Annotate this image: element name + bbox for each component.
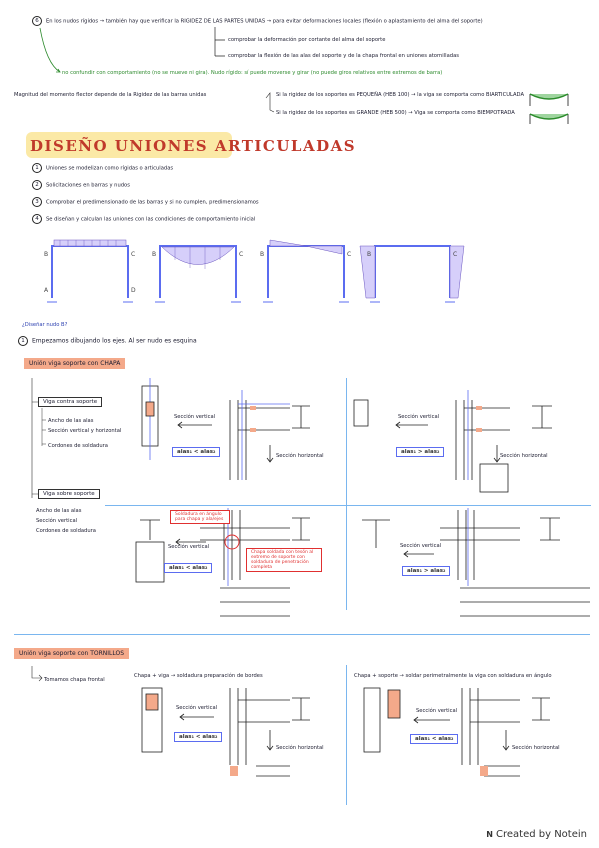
contra-item: Sección vertical y horizontal: [48, 428, 122, 434]
sobre-item: Cordones de soldadura: [36, 528, 96, 534]
notein-logo-icon: N: [486, 829, 493, 839]
viga-sobre-label: Viga sobre soporte: [38, 489, 100, 499]
chapa-viga-note: Chapa + viga → soldadura preparación de …: [134, 673, 263, 679]
vertical-separator-2: [346, 665, 347, 805]
case-large: Si la rigidez de los soportes es GRANDE …: [276, 110, 515, 116]
vertical-separator: [346, 378, 347, 610]
svg-text:B: B: [260, 251, 264, 258]
branch-1: comprobar la deformación por cortante de…: [228, 37, 386, 43]
section-title: DISEÑO UNIONES ARTICULADAS: [30, 137, 357, 155]
magnitude-text: Magnitud del momento flector depende de …: [14, 92, 207, 98]
svg-text:C: C: [347, 251, 351, 258]
footer-text: Created by Notein: [496, 829, 587, 840]
sobre-item: Ancho de las alas: [36, 508, 82, 514]
svg-text:D: D: [131, 287, 136, 294]
joint-drawings: [135, 378, 590, 777]
svg-text:B: B: [152, 251, 156, 258]
seccion-vertical-label: Sección vertical: [398, 414, 440, 420]
svg-text:A: A: [44, 287, 49, 294]
compare-label: alas₁ < alas₂: [164, 563, 213, 573]
frame-diagrams: B C A D B C B C B C: [44, 239, 465, 303]
seccion-horizontal-label: Sección horizontal: [512, 745, 560, 751]
seccion-vertical-label: Sección vertical: [176, 705, 218, 711]
compare-label: alas₁ > alas₂: [402, 566, 451, 576]
seccion-vertical-label: Sección vertical: [174, 414, 216, 420]
case-small: Si la rigidez de los soportes es PEQUEÑA…: [276, 92, 525, 98]
contra-item: Cordones de soldadura: [48, 443, 108, 449]
compare-label: alas₁ > alas₂: [396, 447, 445, 457]
intro-line: 6 En los nudos rígidos → también hay que …: [32, 16, 483, 26]
bracket-lines: [39, 27, 275, 113]
svg-text:C: C: [453, 251, 457, 258]
title-highlight: [26, 132, 232, 158]
compare-label: alas₁ < alas₂: [410, 734, 459, 744]
section-separator: [14, 634, 590, 635]
seccion-vertical-label: Sección vertical: [400, 543, 442, 549]
green-note: no confundir con comportamiento (no se m…: [62, 70, 443, 76]
seccion-vertical-label: Sección vertical: [168, 544, 210, 550]
seccion-horizontal-label: Sección horizontal: [276, 453, 324, 459]
compare-label: alas₁ < alas₂: [174, 732, 223, 742]
tree-lines: [31, 378, 46, 498]
intro-text: En los nudos rígidos → también hay que v…: [46, 18, 483, 25]
svg-text:B: B: [44, 251, 48, 258]
red-note: Soldadura en ángulo para chapa y ala/eje…: [170, 510, 230, 524]
chapa-frontal-text: Tomamos chapa frontal: [44, 677, 105, 683]
svg-text:C: C: [239, 251, 243, 258]
horizontal-separator: [105, 505, 591, 506]
beam-icons: [529, 93, 569, 124]
union-tornillos-label: Unión viga soporte con TORNILLOS: [14, 648, 130, 659]
seccion-horizontal-label: Sección horizontal: [500, 453, 548, 459]
seccion-vertical-label: Sección vertical: [416, 708, 458, 714]
red-note: Chapa soldada con tesón al extremo de so…: [246, 548, 322, 572]
compare-label: alas₁ < alas₂: [172, 447, 221, 457]
branch-2: comprobar la flexión de las alas del sop…: [228, 53, 459, 59]
seccion-horizontal-label: Sección horizontal: [276, 745, 324, 751]
chapa-soporte-note: Chapa + soporte → soldar perimetralmente…: [354, 673, 552, 679]
step-number: 6: [32, 16, 42, 26]
contra-item: Ancho de las alas: [48, 418, 94, 424]
svg-text:C: C: [131, 251, 135, 258]
branch-arrow: [31, 666, 43, 682]
viga-contra-label: Viga contra soporte: [38, 397, 103, 407]
question-text: ¿Diseñar nudo B?: [22, 322, 68, 328]
svg-text:B: B: [367, 251, 371, 258]
sobre-item: Sección vertical: [36, 518, 78, 524]
union-chapa-label: Unión viga soporte con CHAPA: [24, 358, 126, 369]
